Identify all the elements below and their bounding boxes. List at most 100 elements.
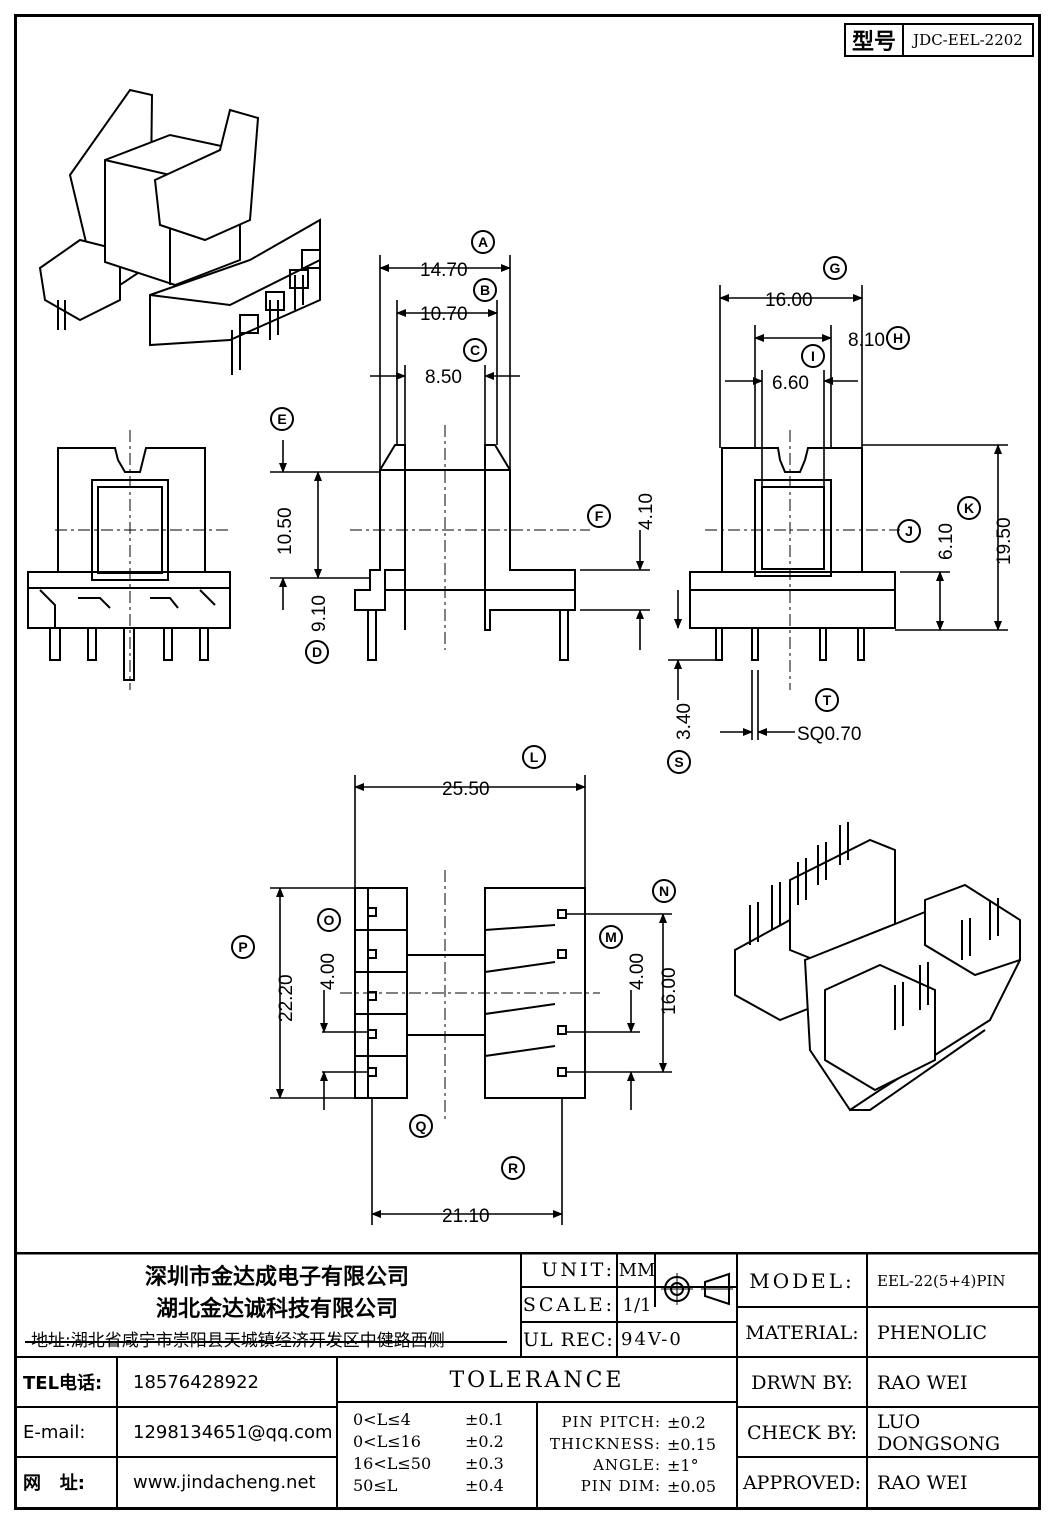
svg-text:T: T <box>823 692 832 708</box>
bottom-view <box>340 870 600 1120</box>
callout-l: L <box>522 745 546 769</box>
scale-label: SCALE: <box>522 1294 615 1316</box>
email-value[interactable]: 1298134651@qq.com <box>133 1421 333 1443</box>
callout-n: N <box>652 879 676 903</box>
tol-value-1: ±0.1 <box>465 1409 504 1429</box>
material-value: PHENOLIC <box>877 1322 988 1344</box>
front-view-left <box>27 430 231 690</box>
callout-labels: A B C D E F G H I J K L M N O P Q R S T <box>231 230 981 1180</box>
tol-range-1: 0<L≤4 <box>353 1409 411 1429</box>
approved-label: APPROVED: <box>742 1472 862 1494</box>
dim-d-value: 9.10 <box>309 595 330 632</box>
callout-m: M <box>599 925 623 949</box>
tel-label: TEL电话: <box>23 1373 103 1394</box>
pin-dim-value: ±0.05 <box>667 1476 717 1496</box>
svg-text:N: N <box>659 883 669 899</box>
drawing-frame <box>14 14 1041 1510</box>
callout-e: E <box>270 407 294 431</box>
company-name-2: 湖北金达诚科技有限公司 <box>155 1297 398 1322</box>
company-name-1: 深圳市金达成电子有限公司 <box>144 1265 409 1290</box>
web-value[interactable]: www.jindacheng.net <box>133 1471 316 1493</box>
callout-h: H <box>886 326 910 350</box>
callout-b: B <box>473 278 497 302</box>
svg-text:Q: Q <box>416 1118 427 1134</box>
svg-text:E: E <box>277 411 286 427</box>
svg-text:H: H <box>893 330 903 346</box>
check-by-label: CHECK BY: <box>747 1422 857 1444</box>
callout-r: R <box>501 1156 525 1180</box>
dim-g-value: 16.00 <box>765 290 813 311</box>
svg-text:I: I <box>811 348 815 364</box>
svg-text:K: K <box>964 500 974 516</box>
side-view-middle <box>350 425 590 661</box>
part-number: JDC-EEL-2202 <box>913 31 1023 49</box>
dim-a-value: 14.70 <box>420 260 468 281</box>
drawn-by-value: RAO WEI <box>877 1372 968 1394</box>
projection-symbol <box>661 1272 733 1306</box>
part-number-box: 型号 JDC-EEL-2202 <box>844 23 1034 57</box>
material-label: MATERIAL: <box>745 1322 859 1344</box>
isometric-view-bottom <box>734 822 1022 1112</box>
pin-pitch-value: ±0.2 <box>667 1412 706 1432</box>
front-view-right <box>689 430 900 690</box>
callout-f: F <box>587 504 611 528</box>
dim-i-value: 6.60 <box>772 373 809 394</box>
dim-b-value: 10.70 <box>420 304 468 325</box>
callout-d: D <box>305 640 329 664</box>
callout-j: J <box>897 519 921 543</box>
approved-value: RAO WEI <box>877 1472 968 1494</box>
tol-range-4: 50≤L <box>353 1475 398 1495</box>
dim-k-value: 19.50 <box>994 517 1015 565</box>
svg-text:L: L <box>530 749 539 765</box>
email-label: E-mail: <box>23 1421 86 1443</box>
drawn-by-label: DRWN BY: <box>751 1372 853 1394</box>
dim-e-value: 10.50 <box>275 507 296 555</box>
ul-label: UL REC: <box>523 1328 614 1351</box>
dim-c-value: 8.50 <box>425 367 462 388</box>
unit-label: UNIT: <box>541 1259 615 1281</box>
web-label: 网 址: <box>23 1473 85 1494</box>
dim-m-value: 4.00 <box>627 953 648 990</box>
svg-text:M: M <box>605 929 617 945</box>
company-address: 地址:湖北省咸宁市崇阳县天城镇经济开发区中健路西侧 <box>31 1330 445 1351</box>
dimension-lines <box>270 255 1008 1225</box>
tol-range-2: 0<L≤16 <box>353 1431 421 1451</box>
tol-range-3: 16<L≤50 <box>353 1453 432 1473</box>
callout-t: T <box>815 688 839 712</box>
thickness-value: ±0.15 <box>667 1434 717 1454</box>
ul-value: 94V-0 <box>621 1329 683 1350</box>
svg-text:A: A <box>478 234 488 250</box>
model-label: MODEL: <box>749 1269 855 1293</box>
pin-dim-label: PIN DIM: <box>580 1477 661 1495</box>
dim-r-value: 21.10 <box>442 1206 490 1227</box>
callout-q: Q <box>409 1114 433 1138</box>
svg-text:S: S <box>674 754 683 770</box>
dim-s-value: 3.40 <box>674 703 695 740</box>
scale-value: 1/1 <box>622 1294 652 1316</box>
svg-text:O: O <box>324 912 335 928</box>
svg-text:G: G <box>830 260 841 276</box>
type-label: 型号 <box>846 25 904 55</box>
thickness-label: THICKNESS: <box>549 1435 661 1453</box>
svg-text:R: R <box>508 1160 518 1176</box>
dim-h-value: 8.10 <box>848 330 885 351</box>
callout-i: I <box>801 344 825 368</box>
dim-t-value: SQ0.70 <box>797 724 861 745</box>
tol-value-3: ±0.3 <box>465 1453 504 1473</box>
callout-s: S <box>667 750 691 774</box>
model-value: EEL-22(5+4)PIN <box>877 1272 1006 1290</box>
unit-value: MM <box>618 1259 656 1281</box>
dim-j-value: 6.10 <box>936 523 957 560</box>
pin-pitch-label: PIN PITCH: <box>561 1413 661 1431</box>
tel-value: 18576428922 <box>133 1371 259 1393</box>
tol-value-4: ±0.4 <box>465 1475 504 1495</box>
title-block: 深圳市金达成电子有限公司 湖北金达诚科技有限公司 地址:湖北省咸宁市崇阳县天城镇… <box>17 1252 1038 1508</box>
dim-o-value: 4.00 <box>318 953 339 990</box>
dim-n-value: 16.00 <box>659 967 680 1015</box>
callout-a: A <box>471 230 495 254</box>
tolerance-title: TOLERANCE <box>449 1367 625 1393</box>
dim-f-value: 4.10 <box>636 493 657 530</box>
isometric-view-top <box>38 88 321 375</box>
dim-p-value: 22.20 <box>276 974 297 1022</box>
callout-c: C <box>463 338 487 362</box>
